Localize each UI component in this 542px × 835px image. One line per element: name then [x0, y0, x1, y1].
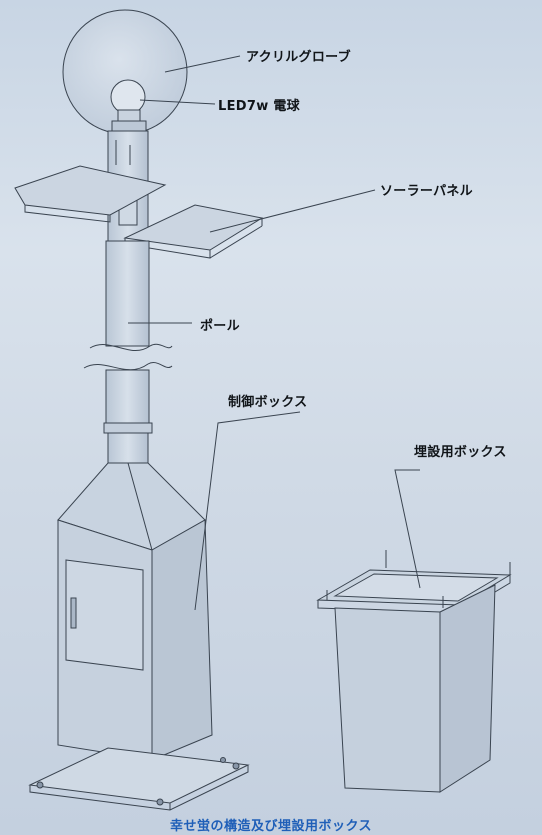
leader-globe: [164, 55, 241, 73]
pole-collar: [103, 422, 153, 434]
bulb-base: [111, 120, 147, 132]
leader-control-box: [194, 411, 301, 611]
leader-bulb: [139, 99, 216, 105]
label-control-box: 制御ボックス: [228, 395, 308, 410]
label-buried-box: 埋設用ボックス: [414, 445, 507, 460]
pole-lower: [105, 369, 150, 431]
control-box-door: [65, 559, 144, 671]
label-solar-panel: ソーラーパネル: [380, 184, 473, 199]
solar-panel-left: [14, 165, 167, 216]
label-led-bulb: LED7w 電球: [218, 99, 300, 114]
label-pole: ポール: [200, 319, 240, 334]
bulb-socket: [117, 109, 141, 123]
label-acrylic-globe: アクリルグローブ: [246, 50, 351, 65]
control-box-base: [28, 747, 250, 804]
figure-caption: 幸せ蛍の構造及び埋設用ボックス: [169, 819, 373, 834]
led-bulb: [110, 79, 146, 115]
leader-buried-box: [394, 469, 421, 589]
leader-panel: [209, 189, 376, 233]
pole-upper: [105, 240, 150, 347]
buried-box-body: [334, 607, 441, 793]
